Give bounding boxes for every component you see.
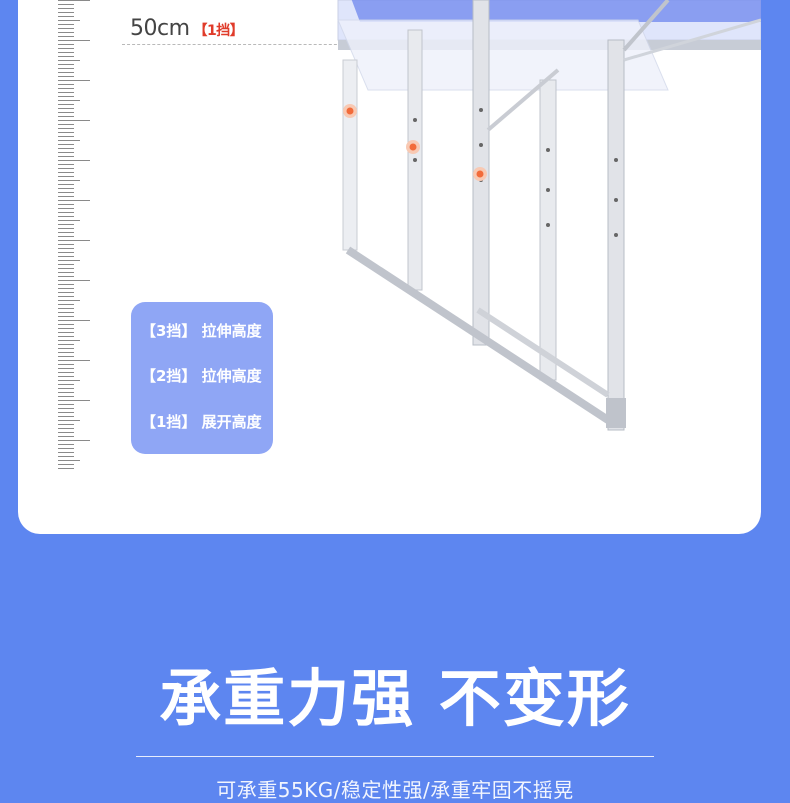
table-leg-ghost-left xyxy=(342,59,358,251)
gear-tag: 【1挡】 xyxy=(193,23,244,39)
subline: 可承重55KG/稳定性强/承重牢固不摇晃 xyxy=(216,778,574,802)
height-value: 50cm xyxy=(130,16,190,41)
folding-table-illustration xyxy=(337,0,761,431)
legend-item-gear-3: 【3挡】 拉伸高度 xyxy=(141,322,262,340)
table-top-surface xyxy=(351,0,761,22)
table-foot xyxy=(606,398,626,428)
top-brace-right xyxy=(622,0,670,52)
leg-brace-upper xyxy=(476,307,610,398)
legend-item-gear-1: 【1挡】 展开高度 xyxy=(141,413,262,431)
legend-item-gear-2: 【2挡】 拉伸高度 xyxy=(141,367,262,385)
product-panel: 50cm【1挡】 xyxy=(18,0,761,534)
leg-adjust-holes xyxy=(413,108,618,237)
ruler-scale xyxy=(58,0,90,469)
leg-brace-lower xyxy=(345,246,611,424)
headline-divider xyxy=(136,756,654,757)
gear-markers xyxy=(343,104,487,181)
headline: 承重力强 不变形 xyxy=(159,662,631,735)
top-brace-left xyxy=(486,68,560,132)
table-leg-mid-right xyxy=(539,79,557,381)
gear-legend: 【3挡】 拉伸高度 【2挡】 拉伸高度 【1挡】 展开高度 xyxy=(131,302,273,454)
top-rail xyxy=(623,18,761,62)
height-guide-line xyxy=(122,44,352,45)
height-label: 50cm【1挡】 xyxy=(130,16,244,41)
